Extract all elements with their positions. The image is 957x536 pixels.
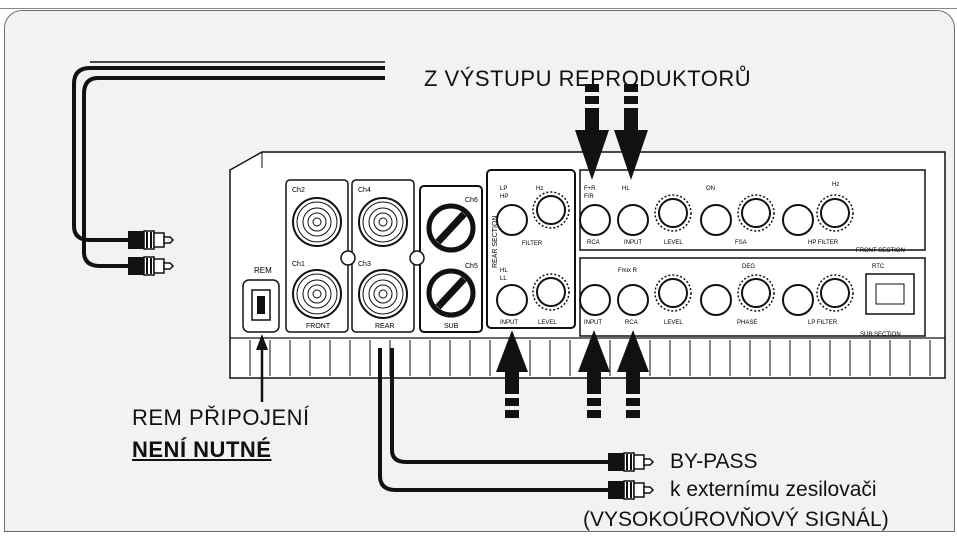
ch2-jack — [292, 197, 342, 247]
high-level-signal-label: (VYSOKOÚROVŇOVÝ SIGNÁL) — [583, 508, 889, 531]
output-jacks: Ch2 Ch1 FRONT Ch4 Ch3 REAR Ch6 Ch5 SUB — [285, 179, 483, 333]
fmix-label: Fmix R — [618, 268, 638, 274]
top-divider — [0, 0, 957, 9]
speaker-output-label: Z VÝSTUPU REPRODUKTORŮ — [424, 66, 752, 91]
phase-label: PHASE — [737, 320, 757, 326]
rca-plug-icon — [127, 230, 174, 250]
hl-label-front: HL — [622, 186, 630, 192]
rem-connection-label: REM PŘIPOJENÍ — [132, 405, 310, 430]
rem-terminal: REM — [242, 266, 280, 333]
hz-label: Hz — [536, 186, 543, 192]
sub-section-label: SUB SECTION — [860, 332, 901, 338]
rca-label-sub: RCA — [625, 320, 638, 326]
screw-icon — [340, 250, 356, 266]
bypass-cables — [378, 348, 608, 492]
ch5-label: Ch5 — [465, 263, 478, 270]
external-amp-label: k externímu zesilovači — [670, 478, 877, 501]
front-section-label: FRONT SECTION — [856, 248, 905, 254]
ch4-jack — [358, 197, 408, 247]
ch3-jack — [358, 269, 408, 319]
screw-icon — [409, 250, 425, 266]
f-r-label: F/R — [584, 194, 594, 200]
level-label-sub: LEVEL — [664, 320, 683, 326]
rear-label: REAR — [375, 323, 394, 330]
input-arrows-bottom — [496, 330, 649, 418]
rear-section-label: REAR SECTION — [492, 215, 499, 268]
ch1-label: Ch1 — [292, 261, 305, 268]
on-label: ON — [706, 186, 715, 192]
ch3-label: Ch3 — [358, 261, 371, 268]
speaker-input-cables — [72, 61, 385, 268]
ch2-label: Ch2 — [292, 187, 305, 194]
rear-section: REAR SECTION LP HP Hz FILTER HL LL INPUT… — [486, 169, 576, 329]
ll-label: LL — [500, 276, 507, 282]
hz-label-front: Hz — [832, 182, 839, 188]
not-required-label: NENÍ NUTNÉ — [132, 437, 272, 462]
fsa-label: FSA — [735, 240, 747, 246]
input-label-front: INPUT — [624, 240, 642, 246]
input-arrows-top — [575, 84, 648, 180]
lp-filter-label: LP FILTER — [808, 320, 838, 326]
hp-label: HP — [500, 194, 508, 200]
bypass-label: BY-PASS — [670, 450, 758, 473]
rca-plug-icon — [607, 452, 654, 472]
hl-label: HL — [500, 268, 508, 274]
rem-arrow — [256, 334, 268, 402]
rtc-label: RTC — [872, 264, 885, 270]
sub-section: INPUT Fmix R RCA LEVEL DEG PHASE LP FILT… — [579, 257, 926, 338]
filter-label: FILTER — [522, 241, 543, 247]
ch6-label: Ch6 — [465, 197, 478, 204]
rem-label: REM — [254, 266, 272, 275]
sub-label: SUB — [444, 323, 459, 330]
front-label: FRONT — [306, 323, 331, 330]
rca-label: RCA — [587, 240, 600, 246]
input-label-sub: INPUT — [584, 320, 602, 326]
level-label-front: LEVEL — [664, 240, 683, 246]
level-label: LEVEL — [538, 320, 557, 326]
hp-filter-label: HP FILTER — [808, 240, 839, 246]
rca-plug-icon — [127, 256, 174, 276]
input-label: INPUT — [500, 320, 518, 326]
fr-label: F+R — [584, 186, 596, 192]
lp-label: LP — [500, 186, 507, 192]
front-section: F+R F/R RCA HL INPUT LEVEL ON FSA Hz HP … — [579, 169, 926, 254]
ch1-jack — [292, 269, 342, 319]
deg-label: DEG — [742, 264, 755, 270]
ch4-label: Ch4 — [358, 187, 371, 194]
rca-plug-icon — [607, 480, 654, 500]
